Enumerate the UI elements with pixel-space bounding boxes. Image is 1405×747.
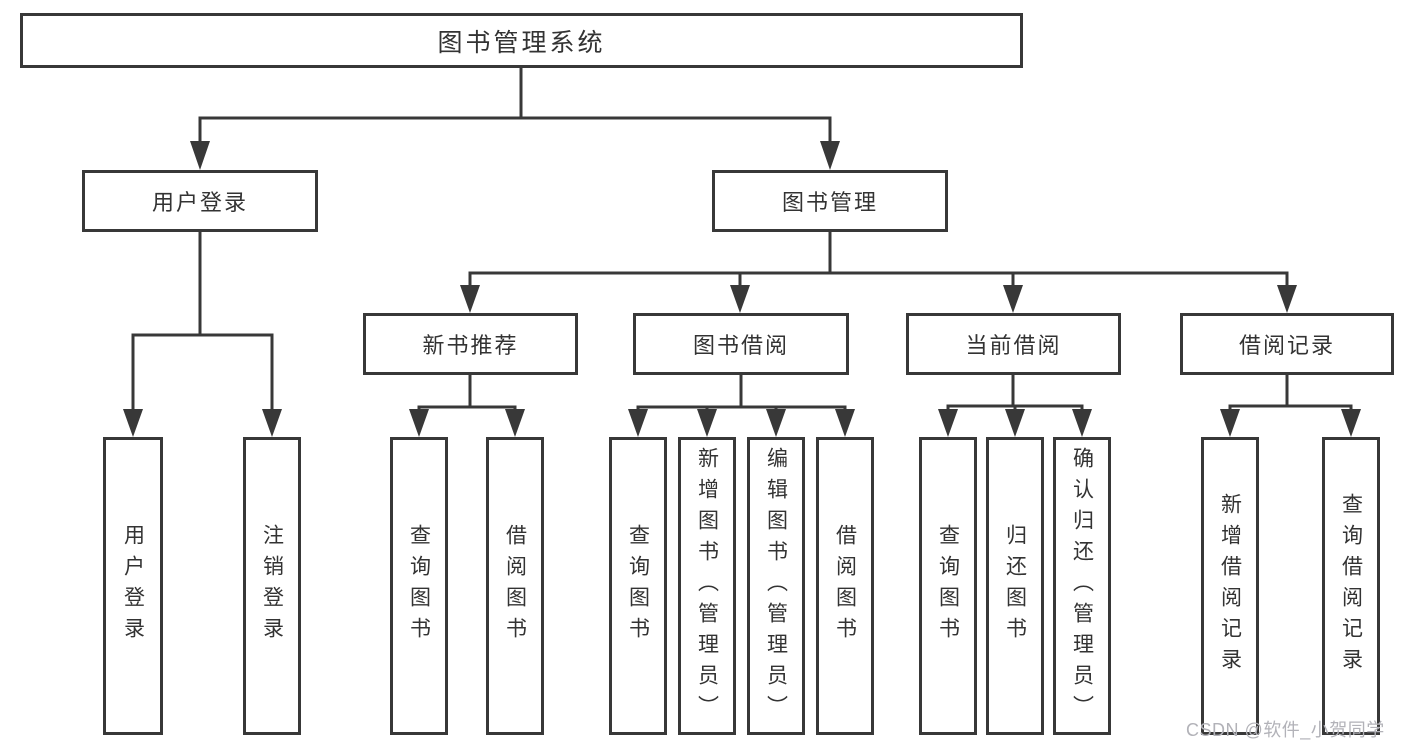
node-user-login: 用户登录 bbox=[82, 170, 318, 232]
leaf-query-borrow-record: 查询借阅记录 bbox=[1322, 437, 1380, 735]
node-library-management-system: 图书管理系统 bbox=[20, 13, 1023, 68]
leaf-logout: 注销登录 bbox=[243, 437, 301, 735]
node-book-borrowing: 图书借阅 bbox=[633, 313, 849, 375]
leaf-borrow-books-recommend: 借阅图书 bbox=[486, 437, 544, 735]
leaf-query-books-current: 查询图书 bbox=[919, 437, 977, 735]
leaf-query-books-recommend: 查询图书 bbox=[390, 437, 448, 735]
node-book-management: 图书管理 bbox=[712, 170, 948, 232]
leaf-add-book-admin: 新增图书（管理员） bbox=[678, 437, 736, 735]
leaf-borrow-books: 借阅图书 bbox=[816, 437, 874, 735]
leaf-return-book: 归还图书 bbox=[986, 437, 1044, 735]
arrowhead-icons bbox=[123, 141, 1361, 437]
leaf-user-login: 用户登录 bbox=[103, 437, 163, 735]
leaf-add-borrow-record: 新增借阅记录 bbox=[1201, 437, 1259, 735]
node-borrowing-records: 借阅记录 bbox=[1180, 313, 1394, 375]
node-new-book-recommendation: 新书推荐 bbox=[363, 313, 578, 375]
leaf-confirm-return-admin: 确认归还（管理员） bbox=[1053, 437, 1111, 735]
node-current-borrowing: 当前借阅 bbox=[906, 313, 1121, 375]
leaf-edit-book-admin: 编辑图书（管理员） bbox=[747, 437, 805, 735]
leaf-query-books-borrow: 查询图书 bbox=[609, 437, 667, 735]
watermark: CSDN @软件_小贺同学 bbox=[1186, 720, 1385, 740]
